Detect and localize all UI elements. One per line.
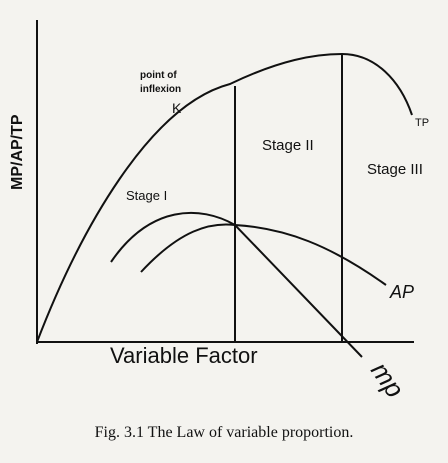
ap-curve [140,223,387,286]
inflexion-point-label: K [172,100,182,116]
mp-curve-label: mp [365,356,410,403]
stage-1-label: Stage I [126,188,167,203]
y-axis-label: MP/AP/TP [9,114,26,190]
inflexion-label-line1: point of [140,70,177,81]
figure-caption: Fig. 3.1 The Law of variable proportion. [94,424,354,441]
ap-curve-label: AP [389,282,414,302]
x-axis-label: Variable Factor [110,343,258,368]
inflexion-label-line2: inflexion [140,84,181,95]
mp-curve [110,211,363,358]
tp-curve-label: TP [415,117,429,129]
stage-2-label: Stage II [262,137,314,154]
tp-curve [36,52,413,343]
stage-3-label: Stage III [367,161,423,178]
